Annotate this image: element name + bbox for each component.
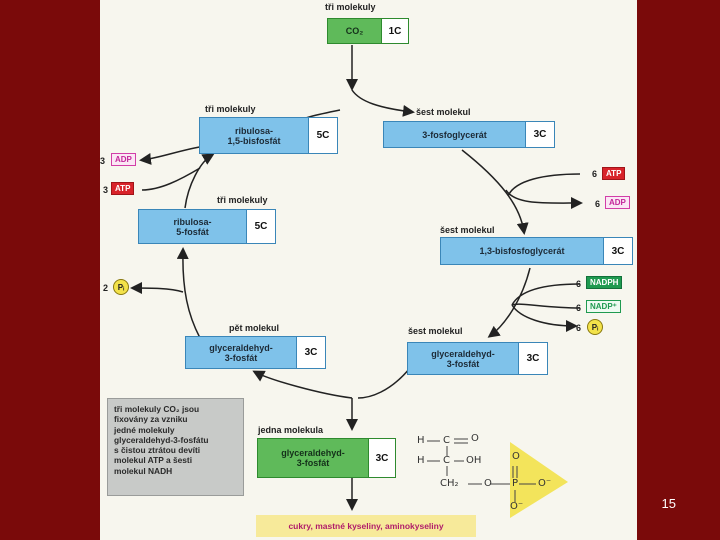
chem-p: P xyxy=(512,478,519,489)
products-label: cukry, mastné kyseliny, aminokyseliny xyxy=(256,515,476,537)
chem-o-right: O⁻ xyxy=(538,478,552,489)
g3p-left-name: glyceraldehyd- 3-fosfát xyxy=(209,342,273,363)
chem-h1: H xyxy=(417,435,425,446)
atp-right-tag: ATP xyxy=(602,167,626,180)
co2-carbons: 1C xyxy=(381,19,408,43)
r5p-name: ribulosa- 5-fosfát xyxy=(173,216,212,237)
co2-count-label: tři molekuly xyxy=(325,2,376,12)
g3p-left-count-label: pět molekul xyxy=(229,323,280,333)
g3p-structure-drawing xyxy=(427,438,568,518)
chem-c2: C xyxy=(443,455,450,466)
nadph-tag: NADPH xyxy=(586,276,623,289)
nadp-tag: NADP⁺ xyxy=(586,300,621,313)
nadph-count: 6 xyxy=(576,279,582,289)
chem-o3: O xyxy=(484,478,492,489)
pga-box: 3-fosfoglycerát 3C xyxy=(383,121,555,148)
g3p-left-carbons: 3C xyxy=(296,337,325,368)
nadp-count: 6 xyxy=(576,303,582,313)
atp-right-count: 6 xyxy=(592,169,598,179)
bpg-count-label: šest molekul xyxy=(440,225,495,235)
chem-h2: H xyxy=(417,455,425,466)
pga-count-label: šest molekul xyxy=(416,107,471,117)
co2-name: CO₂ xyxy=(345,26,364,36)
g3p-right-name: glyceraldehyd- 3-fosfát xyxy=(431,348,495,369)
output-count-label: jedna molekula xyxy=(258,425,324,435)
summary-note: tři molekuly CO₂ jsou fixovány za vzniku… xyxy=(107,398,244,496)
bpg-name: 1,3-bisfosfoglycerát xyxy=(479,246,565,256)
co2-box: CO₂ 1C xyxy=(327,18,409,44)
adp-right-count: 6 xyxy=(595,199,601,209)
output-name: glyceraldehyd- 3-fosfát xyxy=(281,448,345,468)
output-carbons: 3C xyxy=(368,439,395,477)
bpg-box: 1,3-bisfosfoglycerát 3C xyxy=(440,237,633,265)
pga-carbons: 3C xyxy=(525,122,554,147)
rubp-name: ribulosa- 1,5-bisfosfát xyxy=(227,125,281,146)
adp-left-tag: ADP xyxy=(111,153,136,166)
pi-left-icon: Pᵢ xyxy=(113,279,129,295)
g3p-right-carbons: 3C xyxy=(518,343,547,374)
r5p-count-label: tři molekuly xyxy=(217,195,268,205)
adp-right-tag: ADP xyxy=(605,196,630,209)
chem-ch2: CH₂ xyxy=(440,478,459,489)
atp-left-count: 3 xyxy=(103,185,109,195)
pga-name: 3-fosfoglycerát xyxy=(422,129,487,140)
output-box: glyceraldehyd- 3-fosfát 3C xyxy=(257,438,396,478)
chem-o-top: O xyxy=(512,451,520,462)
slide-number: 15 xyxy=(661,496,676,511)
rubp-count-label: tři molekuly xyxy=(205,104,256,114)
atp-left-tag: ATP xyxy=(111,182,135,195)
pi-right-count: 6 xyxy=(576,323,582,333)
chem-o-bottom: O⁻ xyxy=(510,501,524,512)
bpg-carbons: 3C xyxy=(603,238,632,264)
chem-oh: OH xyxy=(466,455,482,466)
pi-right-icon: Pᵢ xyxy=(587,319,603,335)
chem-c1: C xyxy=(443,435,450,446)
r5p-carbons: 5C xyxy=(246,210,275,243)
pi-left-count: 2 xyxy=(103,283,109,293)
chem-o1: O xyxy=(471,433,479,444)
rubp-box: ribulosa- 1,5-bisfosfát 5C xyxy=(199,117,338,154)
r5p-box: ribulosa- 5-fosfát 5C xyxy=(138,209,276,244)
rubp-carbons: 5C xyxy=(308,118,337,153)
adp-left-count: 3 xyxy=(100,156,106,166)
g3p-right-box: glyceraldehyd- 3-fosfát 3C xyxy=(407,342,548,375)
g3p-right-count-label: šest molekul xyxy=(408,326,463,336)
g3p-left-box: glyceraldehyd- 3-fosfát 3C xyxy=(185,336,326,369)
